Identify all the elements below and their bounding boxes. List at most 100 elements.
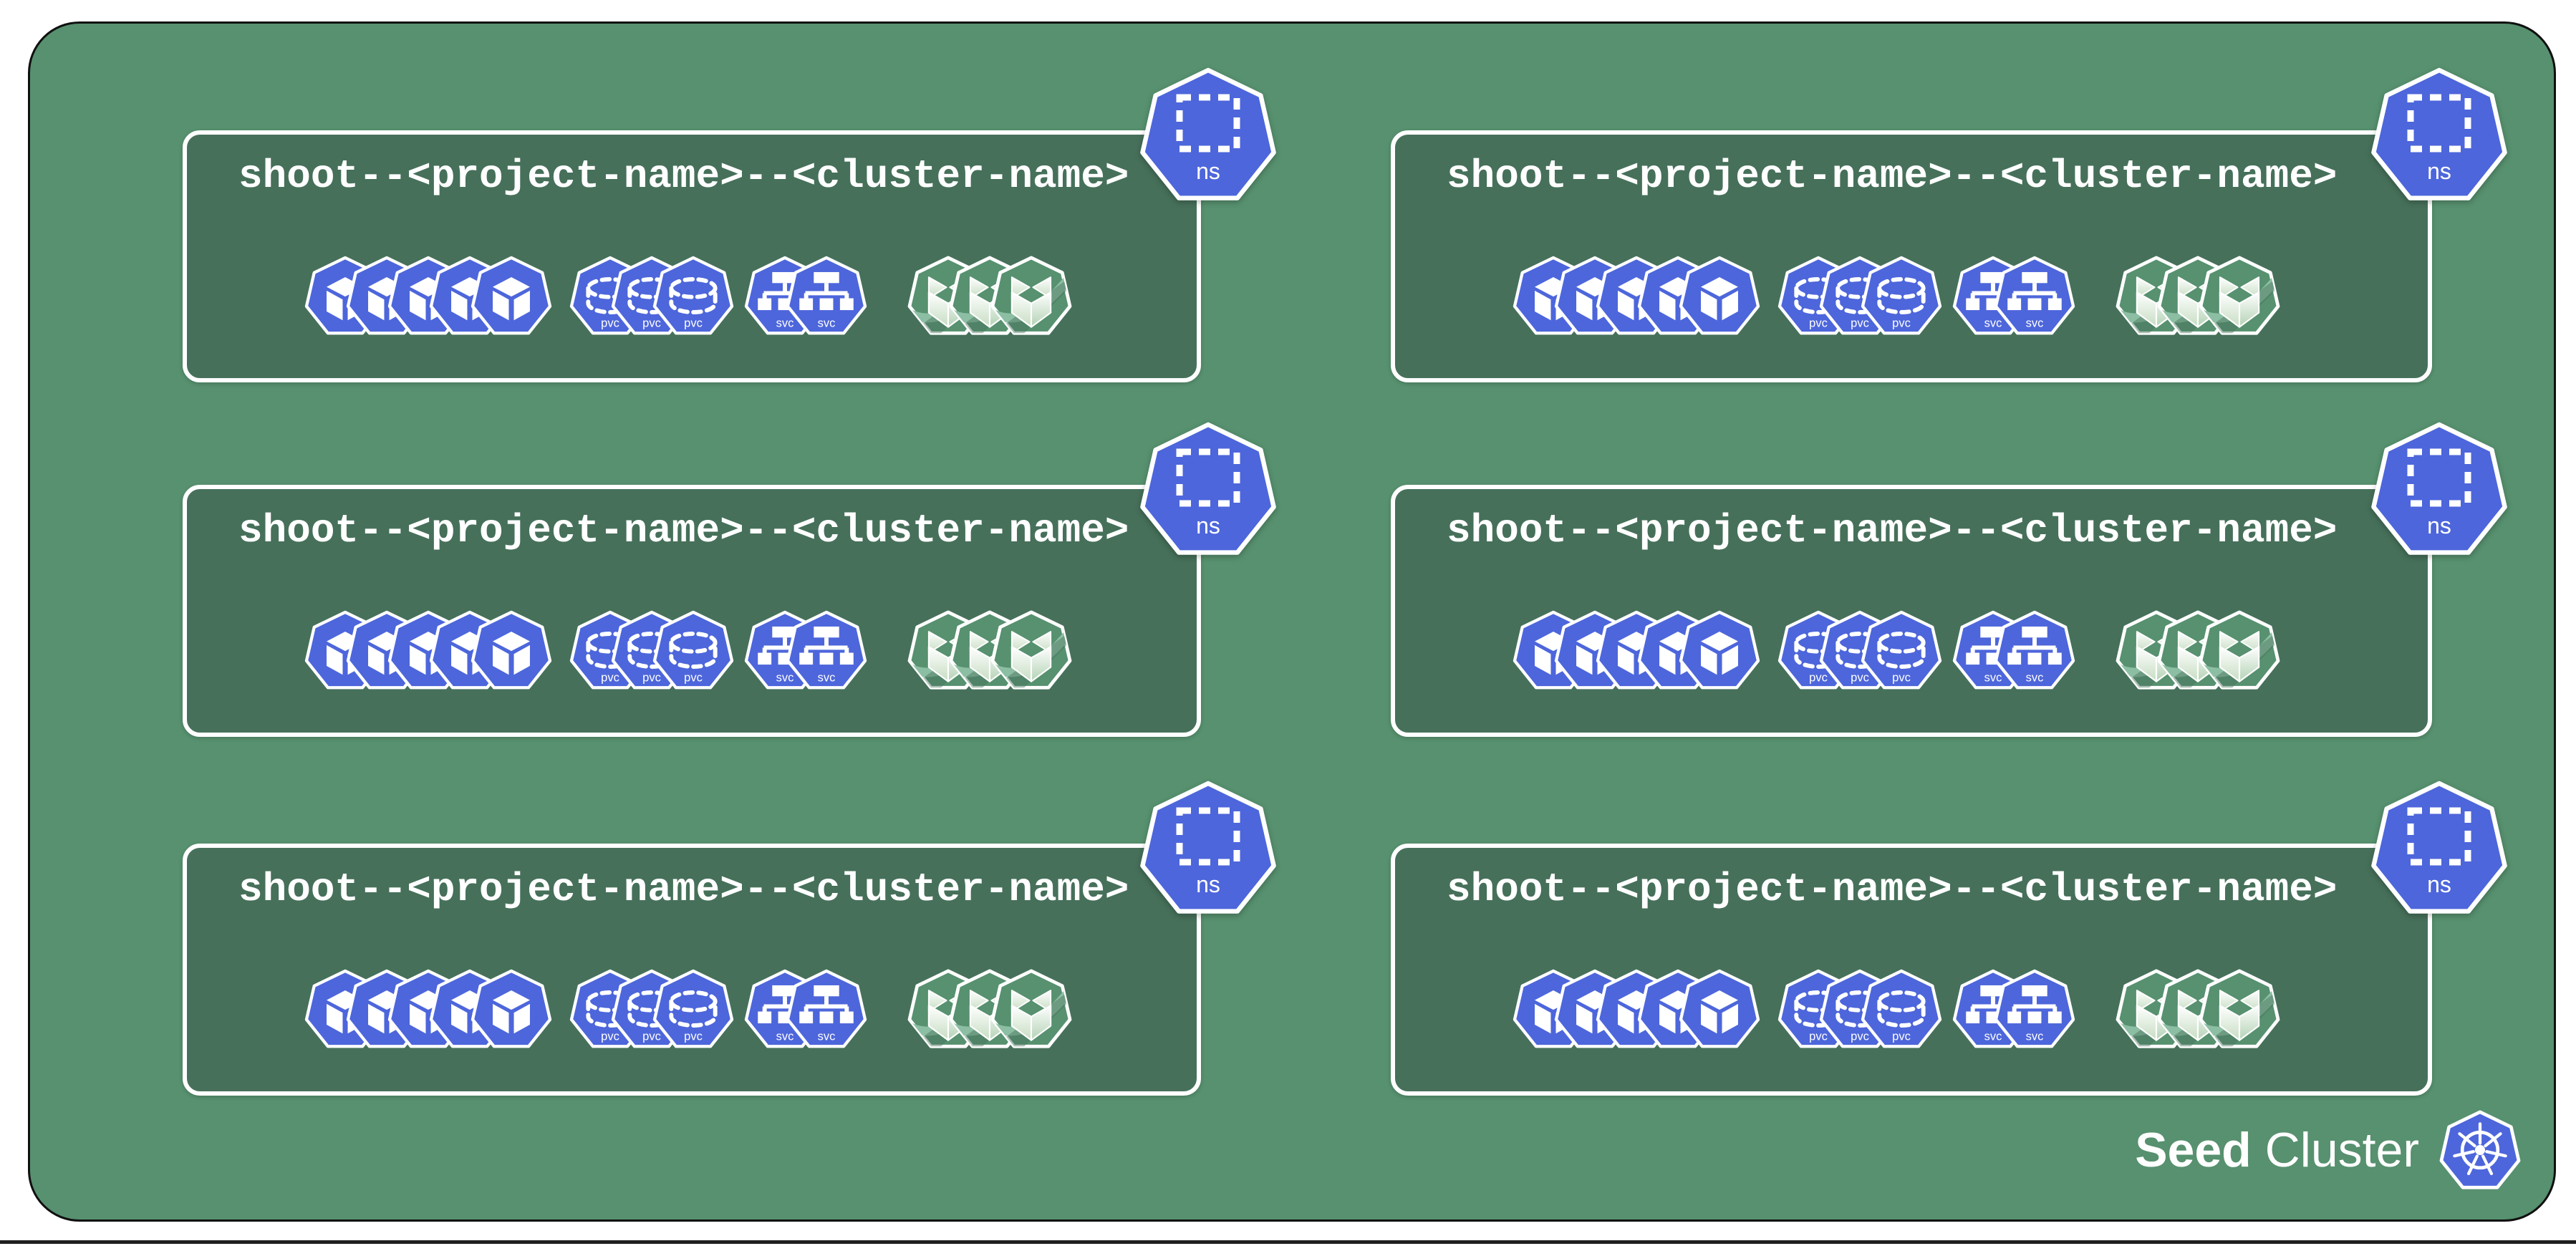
gardener-icon-group [906, 608, 1074, 692]
pvc-icon: pvc [651, 608, 735, 692]
svc-label: svc [776, 317, 794, 330]
gardener-icon-group [906, 253, 1074, 338]
pod-icon-group [303, 608, 554, 692]
resource-icon-row: pvc pvc pvc svc [303, 253, 1074, 338]
ns-label: ns [2427, 513, 2451, 539]
svc-label: svc [1984, 317, 2002, 330]
svc-icon-group: svc svc [1951, 967, 2077, 1051]
namespace-title: shoot--<project-name>--<cluster-name> [238, 866, 1129, 912]
gardener-icon [989, 967, 1074, 1051]
pod-icon [469, 253, 554, 338]
svc-label: svc [2026, 317, 2044, 330]
svc-label: svc [776, 1030, 794, 1043]
pvc-label: pvc [1892, 317, 1911, 330]
svc-icon-group: svc svc [1951, 253, 2077, 338]
namespace-title: shoot--<project-name>--<cluster-name> [238, 153, 1129, 199]
pod-icon-group [1511, 608, 1762, 692]
namespace-badge-icon: ns [1140, 781, 1276, 914]
pvc-label: pvc [684, 317, 703, 330]
namespace-box: shoot--<project-name>--<cluster-name> [183, 422, 1276, 737]
namespace-title: shoot--<project-name>--<cluster-name> [1447, 508, 2338, 554]
pvc-label: pvc [1809, 317, 1828, 330]
ns-label: ns [1196, 871, 1220, 897]
pvc-icon-group: pvc pvc pvc [568, 967, 735, 1051]
pod-icon [469, 967, 554, 1051]
svc-icon: svc [1992, 608, 2077, 692]
svc-icon-group: svc svc [743, 253, 869, 338]
kubernetes-logo-icon [2438, 1108, 2522, 1192]
svc-label: svc [818, 317, 836, 330]
svc-label: svc [1984, 672, 2002, 685]
seed-cluster-label-text: Seed Cluster [2135, 1126, 2419, 1174]
gardener-icon [989, 608, 1074, 692]
pvc-icon-group: pvc pvc pvc [1776, 608, 1944, 692]
pvc-icon: pvc [651, 253, 735, 338]
pvc-label: pvc [601, 317, 619, 330]
pvc-label: pvc [684, 672, 703, 685]
seed-label-bold: Seed [2135, 1123, 2252, 1177]
pvc-label: pvc [642, 317, 661, 330]
resource-icon-row: pvc pvc pvc svc [303, 967, 1074, 1051]
namespace-box: shoot--<project-name>--<cluster-name> [183, 781, 1276, 1096]
pod-icon-group [303, 253, 554, 338]
namespace-title: shoot--<project-name>--<cluster-name> [238, 508, 1129, 554]
pvc-label: pvc [1809, 672, 1828, 685]
pod-icon-group [1511, 253, 1762, 338]
namespace-badge: ns [1137, 63, 1280, 206]
pvc-icon-group: pvc pvc pvc [568, 253, 735, 338]
namespace-box: shoot--<project-name>--<cluster-name> [183, 67, 1276, 382]
pod-icon-group [303, 967, 554, 1051]
gardener-icon [2197, 967, 2282, 1051]
namespace-box: shoot--<project-name>--<cluster-name> [1391, 422, 2507, 737]
svc-icon-group: svc svc [743, 608, 869, 692]
namespace-badge-icon: ns [1140, 67, 1276, 201]
svc-label: svc [2026, 1030, 2044, 1043]
pvc-label: pvc [601, 672, 619, 685]
pod-icon [469, 608, 554, 692]
svc-label: svc [818, 672, 836, 685]
resource-icon-row: pvc pvc pvc svc [1511, 253, 2282, 338]
pod-icon [1677, 967, 1762, 1051]
gardener-icon [2197, 253, 2282, 338]
gardener-icon-group [2114, 253, 2282, 338]
pvc-label: pvc [1892, 1030, 1911, 1043]
svc-icon: svc [1992, 967, 2077, 1051]
ns-label: ns [1196, 513, 1220, 539]
pvc-icon-group: pvc pvc pvc [1776, 253, 1944, 338]
gardener-icon-group [906, 967, 1074, 1051]
namespace-badge-icon: ns [2371, 781, 2507, 914]
namespace-badge: ns [1137, 417, 1280, 561]
seed-cluster-container: shoot--<project-name>--<cluster-name> [28, 21, 2556, 1222]
svc-icon-group: svc svc [743, 967, 869, 1051]
pvc-label: pvc [684, 1030, 703, 1043]
pvc-label: pvc [642, 1030, 661, 1043]
pod-icon [1677, 253, 1762, 338]
pod-icon [1677, 608, 1762, 692]
pvc-icon: pvc [651, 967, 735, 1051]
namespace-badge: ns [2368, 63, 2511, 206]
pvc-icon: pvc [1859, 967, 1944, 1051]
svc-label: svc [818, 1030, 836, 1043]
svc-icon: svc [1992, 253, 2077, 338]
pvc-label: pvc [1851, 317, 1869, 330]
pvc-label: pvc [1809, 1030, 1828, 1043]
svc-icon-group: svc svc [1951, 608, 2077, 692]
gardener-icon-group [2114, 608, 2282, 692]
svc-icon: svc [784, 253, 869, 338]
namespace-badge: ns [2368, 417, 2511, 561]
pvc-label: pvc [1892, 672, 1911, 685]
gardener-icon [989, 253, 1074, 338]
resource-icon-row: pvc pvc pvc svc [303, 608, 1074, 692]
resource-icon-row: pvc pvc pvc svc [1511, 608, 2282, 692]
namespace-badge-icon: ns [2371, 67, 2507, 201]
gardener-icon-group [2114, 967, 2282, 1051]
gardener-icon [2197, 608, 2282, 692]
namespace-title: shoot--<project-name>--<cluster-name> [1447, 153, 2338, 199]
pvc-icon-group: pvc pvc pvc [1776, 967, 1944, 1051]
pvc-label: pvc [1851, 1030, 1869, 1043]
namespace-box: shoot--<project-name>--<cluster-name> [1391, 67, 2507, 382]
ns-label: ns [2427, 871, 2451, 897]
namespace-badge: ns [1137, 776, 1280, 919]
bottom-border-line [0, 1240, 2576, 1244]
